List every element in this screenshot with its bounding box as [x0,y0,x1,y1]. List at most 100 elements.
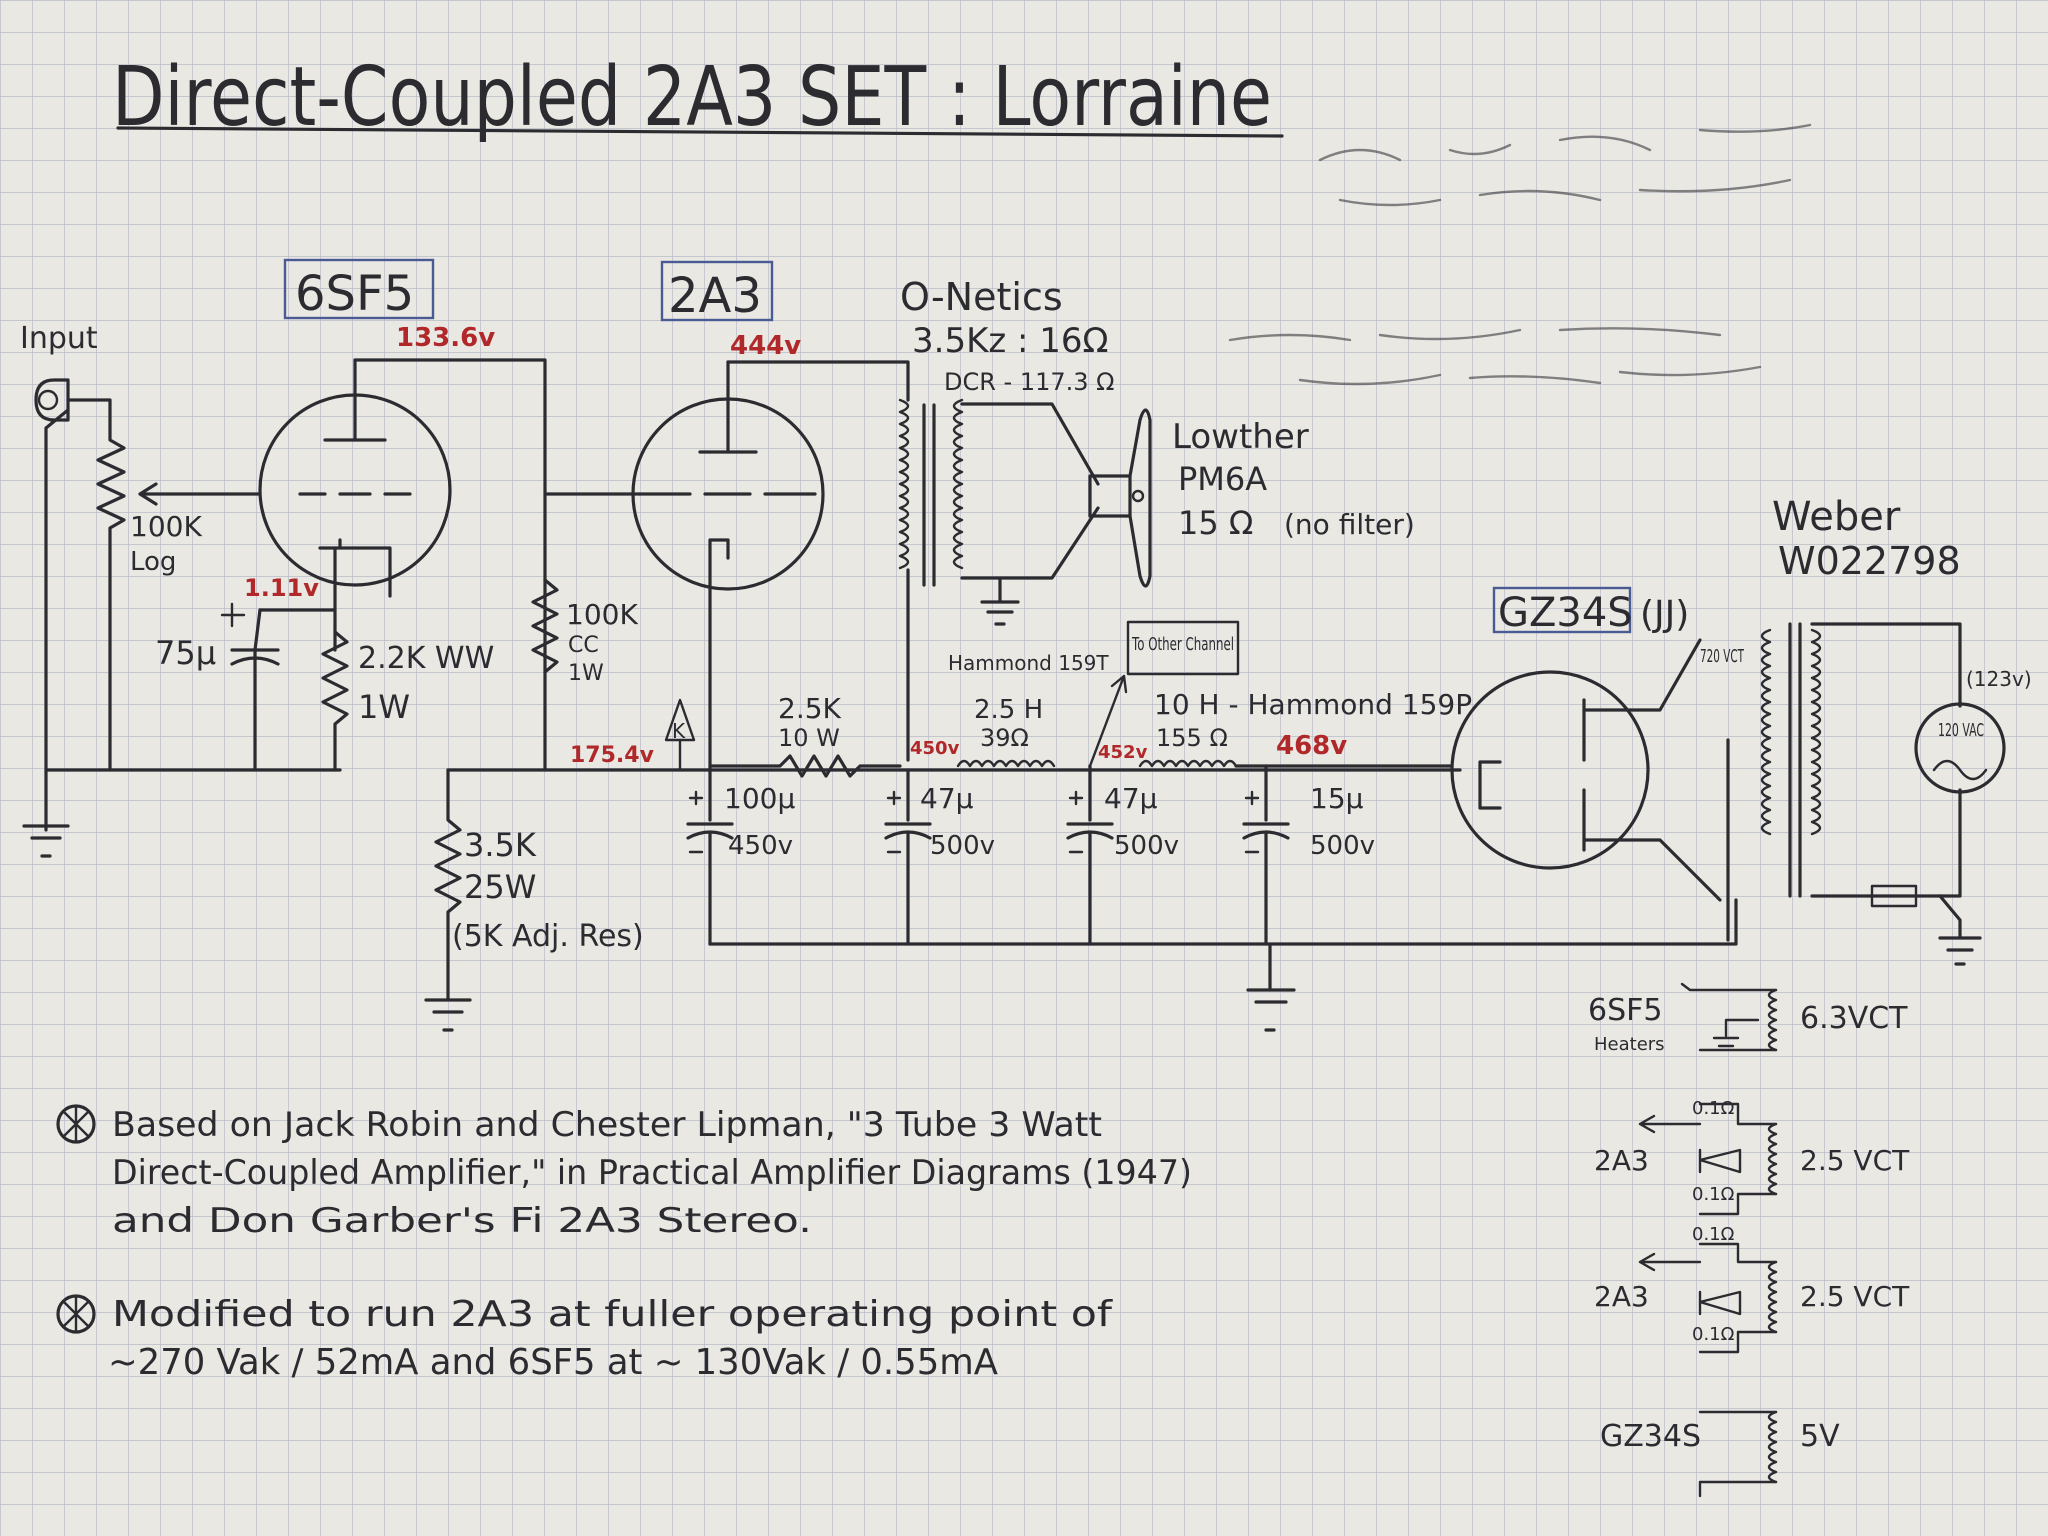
choke-1-coil [956,759,1056,768]
output-transformer-dcr: DCR - 117.3 Ω [944,368,1115,396]
plate-load-power: 1W [568,661,604,686]
note-1-line-2: Direct-Coupled Amplifier," in Practical … [112,1153,1192,1193]
output-plate-wire [726,360,910,402]
svg-text:K: K [672,719,686,743]
filter-resistor-power: 10 W [778,724,840,752]
choke-1-dcr: 39Ω [980,724,1029,752]
heater-winding-3-icon [1638,1242,1778,1354]
output-cathode-resistor-power: 25W [464,868,536,906]
pot-value: 100K [130,510,202,543]
power-transformer-icon [1760,622,1822,898]
ground-symbol-icon [22,824,70,858]
ot-secondary-wires [960,402,1100,602]
plate-load-type: CC [568,633,599,658]
filter-resistor-value: 2.5K [778,692,842,725]
input-label: Input [20,321,98,356]
note-2-line-2: ~270 Vak / 52mA and 6SF5 at ~ 130Vak / 0… [108,1342,998,1383]
ground-symbol-icon [980,600,1020,626]
output-plate-voltage: 444v [730,331,801,361]
heater-3-label: 2A3 [1594,1280,1649,1313]
driver-tube-envelope-icon [258,358,452,598]
pot-taper: Log [130,547,176,577]
power-transformer-brand: Weber [1772,494,1901,540]
heater-4-label: GZ34S [1600,1419,1701,1454]
choke-2-dcr: 155 Ω [1156,724,1228,752]
output-transformer-icon [898,398,964,587]
filter-cap-3-icon [1066,764,1114,946]
power-transformer-model: W022798 [1778,539,1961,583]
choke-1-name: Hammond 159T [948,651,1109,675]
heater-2-volts: 2.5 VCT [1800,1144,1910,1177]
filter-cap-3-voltage: 500v [1114,831,1179,861]
cathode-voltage: 1.11v [244,574,319,602]
rectifier-tube-brand: (JJ) [1640,594,1689,635]
filter-cap-1-icon [686,768,734,946]
plate-load-value: 100K [566,598,638,631]
pt-primary-wires [1810,622,1962,898]
output-cathode-voltage: 175.4v [570,743,655,768]
node-452-voltage: 452v [1098,742,1148,763]
ground-symbol-icon [424,998,472,1032]
note-1-line-1: Based on Jack Robin and Chester Lipman, … [112,1105,1102,1145]
asterisk-bullet-icon [56,1294,96,1334]
output-tube-box [660,260,774,322]
cathode-resistor [321,630,349,772]
mains-source-icon [1914,702,2006,794]
input-wire [44,408,70,832]
output-cathode-resistor-value: 3.5K [464,826,537,864]
node-450-voltage: 450v [910,738,960,759]
ground-return-bus [708,898,1738,992]
filament-tap-icon: K [664,698,696,772]
asterisk-bullet-icon [56,1104,96,1144]
output-transformer-ratio: 3.5Kz : 16Ω [912,321,1109,361]
speaker-model: PM6A [1178,460,1267,498]
heater-winding-2-icon [1638,1102,1778,1216]
cathode-resistor-value: 2.2K WW [358,641,494,676]
speaker-icon [1088,408,1152,588]
heater-2-label: 2A3 [1594,1144,1649,1177]
heater-trim-4: 0.1Ω [1692,1324,1735,1345]
heater-trim-3: 0.1Ω [1692,1224,1735,1245]
speaker-impedance: 15 Ω [1178,504,1253,542]
heater-4-volts: 5V [1800,1419,1840,1454]
heater-1-sub: Heaters [1594,1034,1665,1055]
choke-1-inductance: 2.5 H [974,695,1043,725]
other-channel-arrow-icon [1088,674,1128,768]
output-cathode-resistor-note: (5K Adj. Res) [452,919,644,954]
choke-2-spec: 10 H - Hammond 159P [1154,688,1472,721]
filter-cap-4-value: 15µ [1310,782,1364,815]
output-transformer-brand: O-Netics [900,275,1063,319]
rectifier-tube-envelope-icon [1450,638,1722,902]
cathode-cap-value: 75µ [155,634,216,672]
note-2-line-1: Modified to run 2A3 at fuller operating … [112,1294,1114,1335]
filter-cap-2-value: 47µ [920,782,974,815]
heater-3-volts: 2.5 VCT [1800,1280,1910,1313]
node-468-voltage: 468v [1276,731,1347,761]
filter-cap-1-value: 100µ [724,782,795,815]
speaker-note: (no filter) [1284,508,1415,541]
hv-secondary-label: 720 VCT [1700,646,1745,667]
filter-cap-2-icon [884,768,932,946]
mains-label: 120 VAC [1938,720,1984,741]
heater-winding-1-icon [1680,982,1778,1052]
driver-tube-label: 6SF5 [295,266,414,322]
rectifier-tube-box [1492,586,1632,634]
other-channel-box [1126,620,1240,676]
heater-1-volts: 6.3VCT [1800,1001,1908,1036]
other-channel-label: To Other Channel [1131,634,1234,655]
filter-resistor [708,754,902,778]
speaker-brand: Lowther [1172,417,1309,457]
driver-tube-box [283,258,435,320]
cathode-resistor-power: 1W [358,688,410,726]
mains-note: (123v) [1966,667,2032,691]
bleed-through-marks [1228,123,1812,386]
filter-cap-4-icon [1242,764,1290,946]
title-underline [116,126,1284,138]
input-pot [66,398,126,772]
ground-symbol-icon [1246,988,1296,1032]
heater-trim-2: 0.1Ω [1692,1184,1735,1205]
ground-symbol-icon [1938,936,1982,966]
input-jack-icon [34,378,70,422]
